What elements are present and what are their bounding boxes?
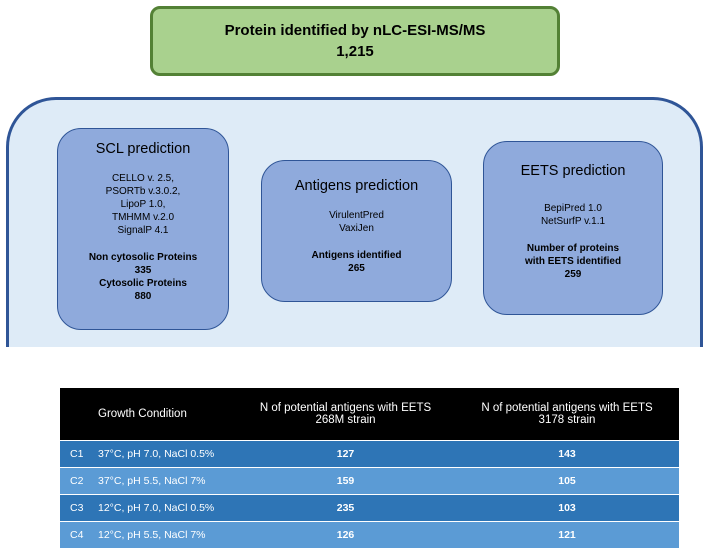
row-3178-value: 105 bbox=[558, 475, 576, 487]
row-condition: 12°C, pH 7.0, NaCl 0.5% bbox=[98, 502, 215, 514]
scl-prediction-card: SCL prediction CELLO v. 2.5, PSORTb v.3.… bbox=[57, 128, 229, 330]
scl-prediction-title: SCL prediction bbox=[95, 141, 191, 157]
total-proteins-count: 1,215 bbox=[336, 43, 374, 60]
row-id: C4 bbox=[70, 529, 84, 541]
eets-tool: NetSurfP v.1.1 bbox=[540, 216, 606, 227]
scl-tool: TMHMM v.2.0 bbox=[111, 212, 175, 223]
non-cytosolic-value: 335 bbox=[134, 265, 152, 276]
eets-prediction-title: EETS prediction bbox=[520, 163, 626, 179]
antigens-tool: VirulentPred bbox=[329, 210, 384, 221]
antigens-tools-list: VirulentPred VaxiJen bbox=[262, 209, 451, 235]
row-id: C1 bbox=[70, 448, 84, 460]
header-268m-line-1: N of potential antigens with EETS bbox=[259, 402, 432, 414]
eets-tools-list: BepiPred 1.0 NetSurfP v.1.1 bbox=[484, 202, 662, 228]
row-condition: 37°C, pH 7.0, NaCl 0.5% bbox=[98, 448, 215, 460]
header-3178-line-1: N of potential antigens with EETS bbox=[481, 402, 653, 414]
table-header: Growth Condition N of potential antigens… bbox=[60, 388, 679, 440]
antigens-table: Growth Condition N of potential antigens… bbox=[60, 388, 679, 548]
header-growth-condition: Growth Condition bbox=[98, 408, 187, 420]
row-3178-value: 103 bbox=[558, 502, 576, 514]
non-cytosolic-label: Non cytosolic Proteins bbox=[88, 252, 198, 263]
scl-tool: SignalP 4.1 bbox=[117, 225, 169, 236]
scl-tools-list: CELLO v. 2.5, PSORTb v.3.0.2, LipoP 1.0,… bbox=[58, 172, 228, 237]
scl-tool: LipoP 1.0, bbox=[120, 199, 166, 210]
eets-tool: BepiPred 1.0 bbox=[544, 203, 602, 214]
antigens-prediction-title: Antigens prediction bbox=[294, 178, 419, 194]
row-268m-value: 235 bbox=[336, 502, 355, 514]
row-3178-value: 143 bbox=[558, 448, 576, 460]
total-proteins-box: Protein identified by nLC-ESI-MS/MS 1,21… bbox=[150, 6, 560, 76]
total-proteins-title: Protein identified by nLC-ESI-MS/MS bbox=[224, 22, 486, 39]
cytosolic-value: 880 bbox=[134, 291, 152, 302]
row-id: C3 bbox=[70, 502, 84, 514]
row-condition: 37°C, pH 5.5, NaCl 7% bbox=[98, 475, 206, 487]
eets-result-value: 259 bbox=[564, 269, 582, 280]
row-id: C2 bbox=[70, 475, 84, 487]
header-268m-strain: N of potential antigens with EETS 268M s… bbox=[236, 402, 455, 426]
scl-tool: CELLO v. 2.5, bbox=[111, 173, 175, 184]
header-3178-strain: N of potential antigens with EETS 3178 s… bbox=[455, 402, 679, 426]
table-row: C3 12°C, pH 7.0, NaCl 0.5% 235 103 bbox=[60, 494, 679, 521]
cytosolic-label: Cytosolic Proteins bbox=[99, 278, 187, 289]
row-condition: 12°C, pH 5.5, NaCl 7% bbox=[98, 529, 206, 541]
scl-tool: PSORTb v.3.0.2, bbox=[105, 186, 181, 197]
eets-result-label-2: with EETS identified bbox=[524, 256, 622, 267]
row-3178-value: 121 bbox=[558, 529, 576, 541]
row-268m-value: 127 bbox=[336, 448, 355, 460]
row-268m-value: 126 bbox=[336, 529, 355, 541]
antigens-prediction-card: Antigens prediction VirulentPred VaxiJen… bbox=[261, 160, 452, 302]
row-268m-value: 159 bbox=[336, 475, 355, 487]
antigens-result-value: 265 bbox=[348, 263, 365, 274]
table-row: C1 37°C, pH 7.0, NaCl 0.5% 127 143 bbox=[60, 440, 679, 467]
header-268m-line-2: 268M strain bbox=[315, 414, 376, 426]
eets-prediction-card: EETS prediction BepiPred 1.0 NetSurfP v.… bbox=[483, 141, 663, 315]
table-row: C2 37°C, pH 5.5, NaCl 7% 159 105 bbox=[60, 467, 679, 494]
antigens-result-label: Antigens identified bbox=[311, 250, 402, 261]
header-3178-line-2: 3178 strain bbox=[538, 414, 596, 426]
eets-result-label-1: Number of proteins bbox=[526, 243, 620, 254]
table-row: C4 12°C, pH 5.5, NaCl 7% 126 121 bbox=[60, 521, 679, 548]
antigens-tool: VaxiJen bbox=[339, 223, 374, 234]
